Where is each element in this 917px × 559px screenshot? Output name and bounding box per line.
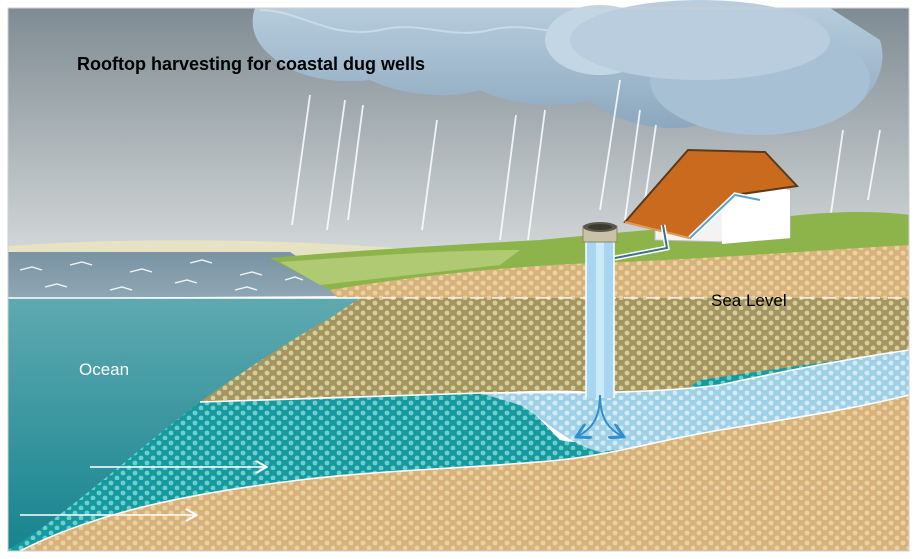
recharge-arrows — [578, 394, 622, 436]
dug-well — [582, 222, 618, 398]
house — [623, 148, 800, 244]
waves — [19, 259, 304, 291]
page-title: Rooftop harvesting for coastal dug wells — [77, 54, 425, 74]
rooftop-gutter-pipe — [614, 192, 761, 261]
deep-sand-layer — [20, 395, 909, 551]
sea-level-label: Sea Level — [711, 291, 787, 310]
sand-layer — [330, 245, 909, 300]
rain — [291, 79, 881, 241]
seawater-intrusion-arrows — [20, 467, 265, 515]
sea-surface — [8, 252, 360, 298]
layer-boundaries — [8, 297, 910, 552]
rain-clouds — [252, 0, 883, 135]
ocean-label: Ocean — [79, 360, 129, 379]
